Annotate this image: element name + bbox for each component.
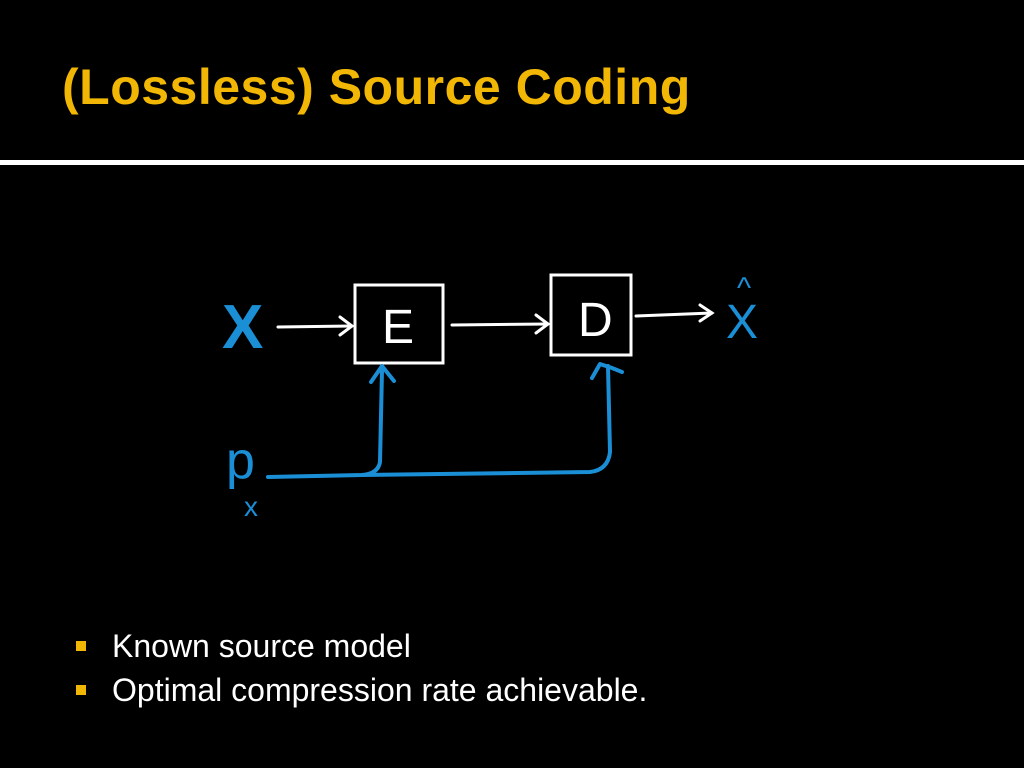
arrow-encoder-to-decoder: [450, 313, 551, 335]
model-baseline: [266, 368, 384, 479]
model-x-subscript: x: [244, 491, 258, 522]
arrowhead-to-decoder: [590, 362, 624, 380]
bullet-list: Known source model Optimal compression r…: [76, 624, 647, 712]
encoder-box: [353, 283, 445, 365]
slide-title: (Lossless) Source Coding: [62, 59, 691, 115]
encoder-label: E: [382, 301, 414, 354]
bullet-item: Optimal compression rate achievable.: [76, 668, 647, 712]
arrowhead-to-encoder: [369, 364, 396, 384]
decoder-box: [549, 273, 633, 357]
bullet-text: Optimal compression rate achievable.: [112, 672, 648, 708]
model-p-label: p: [226, 432, 255, 490]
output-x-label: X: [726, 296, 758, 349]
model-line-to-decoder: [360, 364, 612, 477]
arrow-x-to-encoder: [276, 315, 355, 337]
bullet-square-icon: [76, 641, 86, 651]
arrow-decoder-to-output: [634, 303, 715, 323]
bullet-item: Known source model: [76, 624, 647, 668]
model-feedback-lines: [266, 362, 624, 479]
bullet-square-icon: [76, 685, 86, 695]
decoder-label: D: [578, 294, 613, 347]
bullet-text: Known source model: [112, 628, 411, 664]
title-divider: [0, 160, 1024, 165]
input-x-label: X: [222, 293, 263, 362]
output-x-hat-caret: ^: [737, 272, 751, 305]
